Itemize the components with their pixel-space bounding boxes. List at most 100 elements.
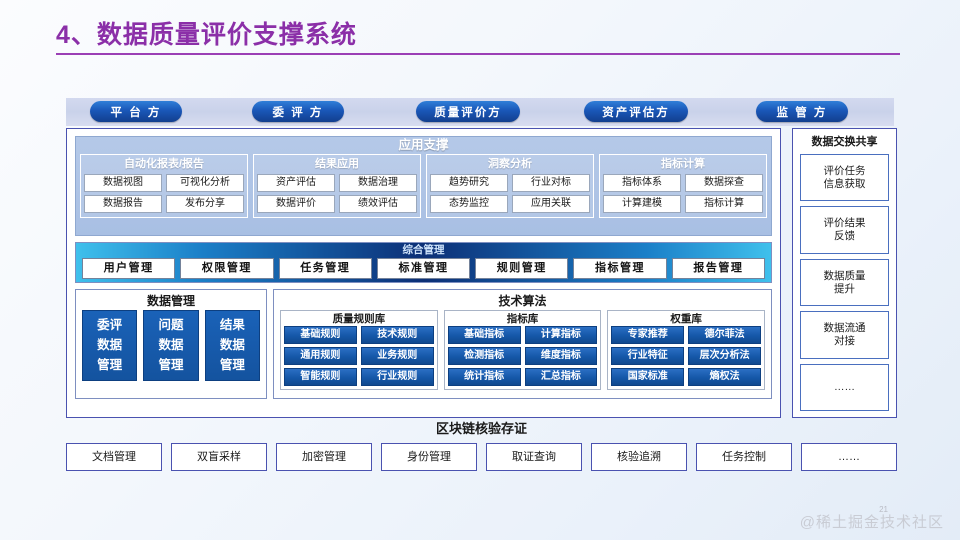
data-exchange-item-5[interactable]: …… — [800, 363, 889, 412]
comprehensive-management-title: 综合管理 — [402, 244, 445, 256]
data-exchange-item-4[interactable]: 数据流通对接 — [800, 311, 889, 359]
data-exchange-item-3[interactable]: 数据质量提升 — [800, 258, 889, 307]
app-support-column-3: 洞察分析趋势研究行业对标态势监控应用关联 — [426, 154, 594, 218]
app-support-item[interactable]: 数据探查 — [685, 174, 763, 192]
title-underline — [56, 53, 900, 55]
page-number: 21 — [879, 505, 888, 514]
tech-algorithm-item[interactable]: 基础指标 — [447, 326, 521, 344]
blockchain-item[interactable]: 文档管理 — [66, 443, 162, 471]
comprehensive-management-items: 用户管理权限管理任务管理标准管理规则管理指标管理报告管理 — [76, 257, 771, 279]
comprehensive-management-item[interactable]: 报告管理 — [671, 258, 765, 279]
app-support-column-grid: 趋势研究行业对标态势监控应用关联 — [430, 174, 590, 213]
watermark: @稀土掘金技术社区 — [799, 514, 944, 531]
data-exchange-sidebar: 数据交换共享 评价任务信息获取评价结果反馈数据质量提升数据流通对接…… — [792, 128, 897, 418]
page-title: 4、数据质量评价支撑系统 — [56, 21, 357, 49]
tech-algorithm-item[interactable]: 技术规则 — [360, 326, 434, 344]
app-support-item[interactable]: 应用关联 — [512, 195, 590, 213]
blockchain-items: 文档管理双盲采样加密管理身份管理取证查询核验追溯任务控制 …… — [66, 443, 897, 471]
app-support-item[interactable]: 态势监控 — [430, 195, 508, 213]
data-management-items: 委评数据管理问题数据管理结果数据管理 — [80, 310, 262, 381]
blockchain-title: 区块链核验存证 — [435, 421, 527, 436]
role-pill-2[interactable]: 委 评 方 — [252, 101, 344, 122]
tech-algorithm-item[interactable]: 基础规则 — [284, 326, 357, 344]
data-management-title: 数据管理 — [146, 294, 195, 308]
blockchain-item[interactable]: 身份管理 — [381, 443, 477, 471]
blockchain-item[interactable]: 加密管理 — [276, 443, 372, 471]
app-support-item[interactable]: 资产评估 — [257, 174, 335, 192]
app-support-item[interactable]: 数据评价 — [257, 195, 335, 213]
comprehensive-management-item[interactable]: 标准管理 — [376, 258, 471, 279]
data-management-item[interactable]: 问题数据管理 — [143, 310, 199, 381]
comprehensive-management-item[interactable]: 任务管理 — [278, 258, 372, 279]
tech-algorithm-column-2: 指标库基础指标计算指标检测指标维度指标统计指标汇总指标 — [443, 310, 602, 390]
app-support-item[interactable]: 计算建模 — [603, 195, 681, 213]
tech-algorithm-item[interactable]: 通用规则 — [284, 347, 357, 365]
data-exchange-item-2[interactable]: 评价结果反馈 — [800, 206, 889, 254]
blockchain-item[interactable]: 取证查询 — [486, 443, 582, 471]
app-support-item[interactable]: 数据视图 — [84, 174, 162, 192]
tech-algorithm-item[interactable]: 行业规则 — [360, 368, 434, 386]
app-support-column-grid: 资产评估数据治理数据评价绩效评估 — [257, 174, 417, 213]
app-support-item[interactable]: 指标体系 — [603, 174, 681, 192]
data-exchange-title: 数据交换共享 — [811, 136, 878, 148]
tech-algorithm-panel: 技术算法 质量规则库基础规则技术规则通用规则业务规则智能规则行业规则指标库基础指… — [273, 289, 772, 399]
tech-algorithm-item[interactable]: 德尔菲法 — [688, 326, 762, 344]
app-support-column-title: 指标计算 — [661, 158, 705, 170]
app-support-column-title: 洞察分析 — [488, 158, 532, 170]
application-support-title: 应用支撑 — [398, 138, 449, 152]
app-support-item[interactable]: 发布分享 — [166, 195, 244, 213]
blockchain-item[interactable]: …… — [801, 443, 897, 471]
app-support-column-2: 结果应用资产评估数据治理数据评价绩效评估 — [253, 154, 421, 218]
comprehensive-management-item[interactable]: 权限管理 — [180, 258, 274, 279]
comprehensive-management-item[interactable]: 用户管理 — [82, 258, 176, 279]
blockchain-section: 区块链核验存证 文档管理双盲采样加密管理身份管理取证查询核验追溯任务控制 …… — [66, 418, 897, 471]
app-support-item[interactable]: 数据治理 — [339, 174, 417, 192]
tech-algorithm-item[interactable]: 智能规则 — [284, 368, 357, 386]
data-exchange-item-1[interactable]: 评价任务信息获取 — [800, 154, 889, 202]
tech-algorithm-item[interactable]: 层次分析法 — [688, 347, 762, 365]
system-architecture-frame: 应用支撑 自动化报表/报告数据视图可视化分析数据报告发布分享结果应用资产评估数据… — [66, 128, 781, 418]
comprehensive-management-item[interactable]: 指标管理 — [573, 258, 667, 279]
tech-algorithm-item[interactable]: 计算指标 — [524, 326, 598, 344]
app-support-item[interactable]: 指标计算 — [685, 195, 763, 213]
data-management-item[interactable]: 委评数据管理 — [82, 310, 138, 381]
role-pill-3[interactable]: 质量评价方 — [416, 101, 520, 122]
tech-algorithm-item[interactable]: 国家标准 — [611, 368, 685, 386]
role-pill-1[interactable]: 平 台 方 — [90, 101, 182, 122]
role-pill-4[interactable]: 资产评估方 — [584, 101, 688, 122]
app-support-item[interactable]: 数据报告 — [84, 195, 162, 213]
tech-algorithm-item[interactable]: 维度指标 — [524, 347, 598, 365]
comprehensive-management-bar: 综合管理 用户管理权限管理任务管理标准管理规则管理指标管理报告管理 — [75, 242, 772, 283]
app-support-item[interactable]: 可视化分析 — [166, 174, 244, 192]
tech-algorithm-item[interactable]: 汇总指标 — [524, 368, 598, 386]
blockchain-item[interactable]: 任务控制 — [696, 443, 792, 471]
blockchain-item[interactable]: 核验追溯 — [591, 443, 687, 471]
tech-algorithm-column-title: 质量规则库 — [332, 313, 386, 325]
role-pill-5[interactable]: 监 管 方 — [756, 101, 848, 122]
app-support-column-grid: 数据视图可视化分析数据报告发布分享 — [84, 174, 244, 213]
tech-algorithm-item[interactable]: 熵权法 — [688, 368, 762, 386]
tech-algorithm-columns: 质量规则库基础规则技术规则通用规则业务规则智能规则行业规则指标库基础指标计算指标… — [278, 310, 767, 390]
tech-algorithm-item[interactable]: 检测指标 — [447, 347, 521, 365]
app-support-column-title: 结果应用 — [315, 158, 359, 170]
application-support-columns: 自动化报表/报告数据视图可视化分析数据报告发布分享结果应用资产评估数据治理数据评… — [76, 154, 771, 218]
app-support-column-grid: 指标体系数据探查计算建模指标计算 — [603, 174, 763, 213]
tech-algorithm-item[interactable]: 行业特征 — [611, 347, 685, 365]
tech-algorithm-column-3: 权重库专家推荐德尔菲法行业特征层次分析法国家标准熵权法 — [607, 310, 766, 390]
tech-algorithm-item[interactable]: 专家推荐 — [611, 326, 685, 344]
comprehensive-management-item[interactable]: 规则管理 — [475, 258, 569, 279]
tech-algorithm-column-grid: 基础指标计算指标检测指标维度指标统计指标汇总指标 — [447, 326, 598, 386]
blockchain-item[interactable]: 双盲采样 — [171, 443, 267, 471]
data-management-item[interactable]: 结果数据管理 — [204, 310, 260, 381]
app-support-item[interactable]: 绩效评估 — [339, 195, 417, 213]
app-support-column-4: 指标计算指标体系数据探查计算建模指标计算 — [599, 154, 767, 218]
app-support-item[interactable]: 趋势研究 — [430, 174, 508, 192]
tech-algorithm-item[interactable]: 统计指标 — [447, 368, 521, 386]
app-support-item[interactable]: 行业对标 — [512, 174, 590, 192]
tech-algorithm-column-title: 权重库 — [670, 313, 702, 325]
tech-algorithm-column-title: 指标库 — [506, 313, 539, 325]
application-support-panel: 应用支撑 自动化报表/报告数据视图可视化分析数据报告发布分享结果应用资产评估数据… — [75, 136, 772, 236]
tech-algorithm-item[interactable]: 业务规则 — [360, 347, 434, 365]
data-management-panel: 数据管理 委评数据管理问题数据管理结果数据管理 — [75, 289, 267, 399]
tech-algorithm-column-grid: 专家推荐德尔菲法行业特征层次分析法国家标准熵权法 — [611, 326, 762, 386]
